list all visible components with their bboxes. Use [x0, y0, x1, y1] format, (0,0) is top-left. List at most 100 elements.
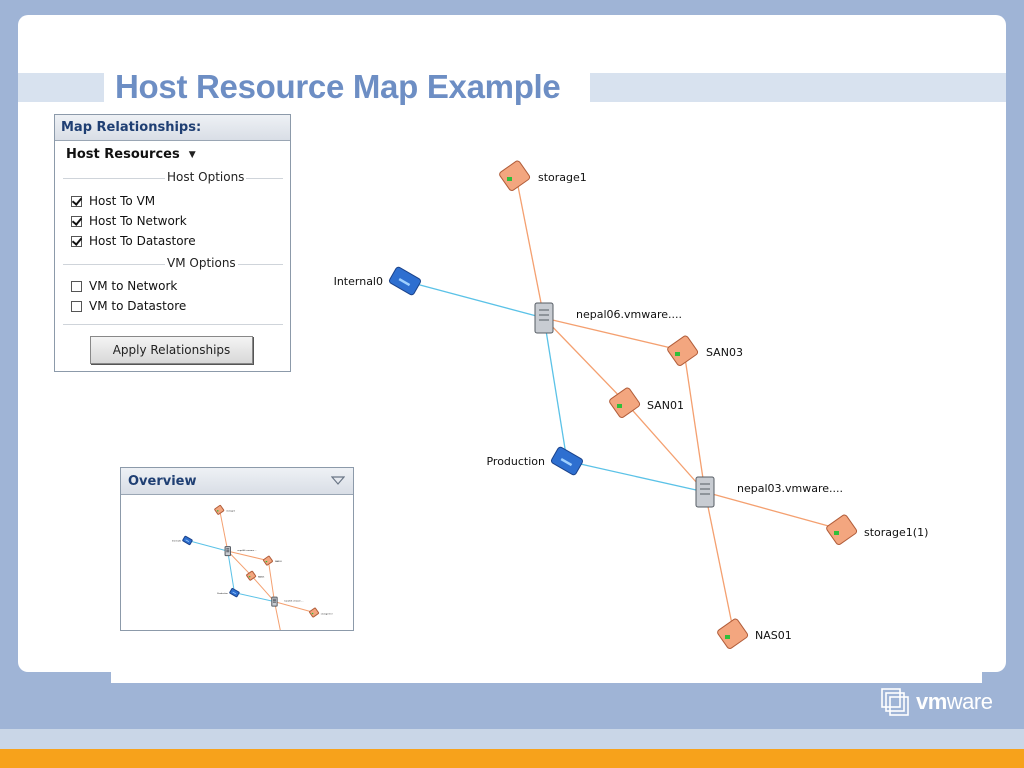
node-storage1[interactable]: storage1 [214, 504, 236, 515]
option-label: VM to Network [89, 279, 178, 293]
edge-nepal06-storage1 [219, 509, 229, 552]
option-vm-to-network[interactable]: VM to Network [71, 279, 177, 293]
node-storage1[interactable]: storage1 [498, 160, 587, 192]
node-nepal03[interactable]: nepal03.vmware.... [695, 476, 843, 508]
checkbox-host-to-vm[interactable] [71, 195, 82, 207]
edge-nepal03-san01 [251, 575, 275, 602]
datastore-icon [826, 514, 858, 545]
map-edges [187, 509, 315, 643]
datastore-icon [499, 160, 531, 191]
node-label: nepal03.vmware.... [284, 600, 304, 603]
dropdown-value: Host Resources [66, 147, 180, 162]
network-switch-icon [229, 588, 240, 598]
edge-nepal06-internal0 [187, 539, 228, 552]
edge-nepal06-san03 [227, 550, 269, 562]
overview-header[interactable]: Overview [121, 468, 353, 495]
host-server-icon [534, 302, 554, 334]
option-label: Host To VM [89, 194, 156, 208]
network-switch-icon [182, 535, 193, 546]
vm-options-label: VM Options [165, 256, 238, 270]
node-label: storage1 [538, 171, 587, 184]
node-label: SAN03 [275, 560, 282, 563]
node-label: nepal06.vmware.... [576, 308, 682, 321]
host-server-icon [224, 546, 231, 557]
node-production[interactable]: Production [217, 588, 240, 598]
option-host-to-network[interactable]: Host To Network [71, 214, 187, 228]
edge-nepal03-production [234, 592, 275, 603]
network-switch-icon [388, 266, 422, 296]
collapse-triangle-icon[interactable] [331, 476, 345, 485]
map-relationships-panel: Map Relationships: Host Resources ▼ Host… [54, 114, 291, 372]
option-vm-to-datastore[interactable]: VM to Datastore [71, 299, 186, 313]
datastore-icon [609, 387, 641, 418]
logo-rest: ware [946, 689, 993, 714]
option-label: Host To Datastore [89, 234, 196, 248]
logo-bold: vm [916, 689, 947, 714]
datastore-icon [717, 618, 749, 649]
datastore-icon [667, 335, 699, 366]
slide-title: Host Resource Map Example [115, 68, 561, 105]
node-nepal06[interactable]: nepal06.vmware.... [534, 302, 682, 334]
map-relationships-header: Map Relationships: [55, 115, 290, 141]
checkbox-host-to-datastore[interactable] [71, 235, 82, 247]
node-label: nepal06.vmware.... [237, 549, 257, 552]
node-label: Production [486, 455, 545, 468]
node-san01[interactable]: SAN01 [608, 387, 684, 419]
node-label: SAN03 [706, 346, 743, 359]
node-nepal06[interactable]: nepal06.vmware.... [224, 546, 257, 557]
slide-bottom-tab [111, 668, 982, 683]
node-label: nepal03.vmware.... [737, 482, 843, 495]
edge-nepal03-san03 [267, 560, 275, 602]
option-label: Host To Network [89, 214, 187, 228]
option-host-to-vm[interactable]: Host To VM [71, 194, 155, 208]
node-nas01[interactable]: NAS01 [716, 618, 792, 650]
checkbox-host-to-network[interactable] [71, 215, 82, 227]
node-internal0[interactable]: Internal0 [334, 266, 422, 296]
node-production[interactable]: Production [486, 446, 584, 476]
node-label: storage1(1) [864, 526, 928, 539]
node-internal0[interactable]: Internal0 [172, 535, 193, 546]
edge-nepal03-storage1_1 [274, 601, 315, 614]
node-label: SAN01 [258, 576, 265, 579]
node-label: Internal0 [172, 540, 182, 543]
node-san01[interactable]: SAN01 [246, 570, 265, 581]
vmware-logo: vmware [880, 687, 993, 717]
datastore-icon [309, 607, 320, 618]
edge-nepal06-production [227, 551, 235, 593]
node-storage1_1[interactable]: storage1(1) [825, 514, 928, 546]
edge-nepal06-san01 [227, 550, 252, 577]
node-san03[interactable]: SAN03 [666, 335, 743, 367]
host-server-icon [271, 596, 278, 607]
node-label: Production [217, 592, 228, 595]
node-nepal03[interactable]: nepal03.vmware.... [271, 596, 304, 607]
node-label: storage1 [226, 509, 236, 512]
datastore-icon [262, 555, 273, 566]
vmware-wordmark: vmware [916, 689, 993, 715]
node-label: Internal0 [334, 275, 383, 288]
datastore-icon [214, 504, 225, 515]
apply-relationships-button[interactable]: Apply Relationships [90, 336, 253, 364]
vmware-logo-icon [881, 688, 909, 716]
title-box [104, 70, 590, 106]
checkbox-vm-to-network[interactable] [71, 280, 82, 292]
node-storage1_1[interactable]: storage1(1) [309, 607, 333, 618]
checkbox-vm-to-datastore[interactable] [71, 300, 82, 312]
node-label: SAN01 [647, 399, 684, 412]
node-san03[interactable]: SAN03 [262, 555, 282, 566]
apply-divider [63, 324, 283, 325]
host-server-icon [695, 476, 715, 508]
resource-type-dropdown[interactable]: Host Resources ▼ [66, 147, 196, 162]
host-options-label: Host Options [165, 170, 247, 184]
datastore-icon [246, 570, 257, 581]
network-switch-icon [550, 446, 584, 476]
option-host-to-datastore[interactable]: Host To Datastore [71, 234, 196, 248]
node-label: NAS01 [755, 629, 792, 642]
overview-title: Overview [128, 474, 197, 489]
footer-band-light [0, 729, 1024, 749]
option-label: VM to Datastore [89, 299, 187, 313]
chevron-down-icon: ▼ [188, 149, 196, 160]
node-label: storage1(1) [321, 612, 333, 615]
footer-band-orange [0, 749, 1024, 768]
